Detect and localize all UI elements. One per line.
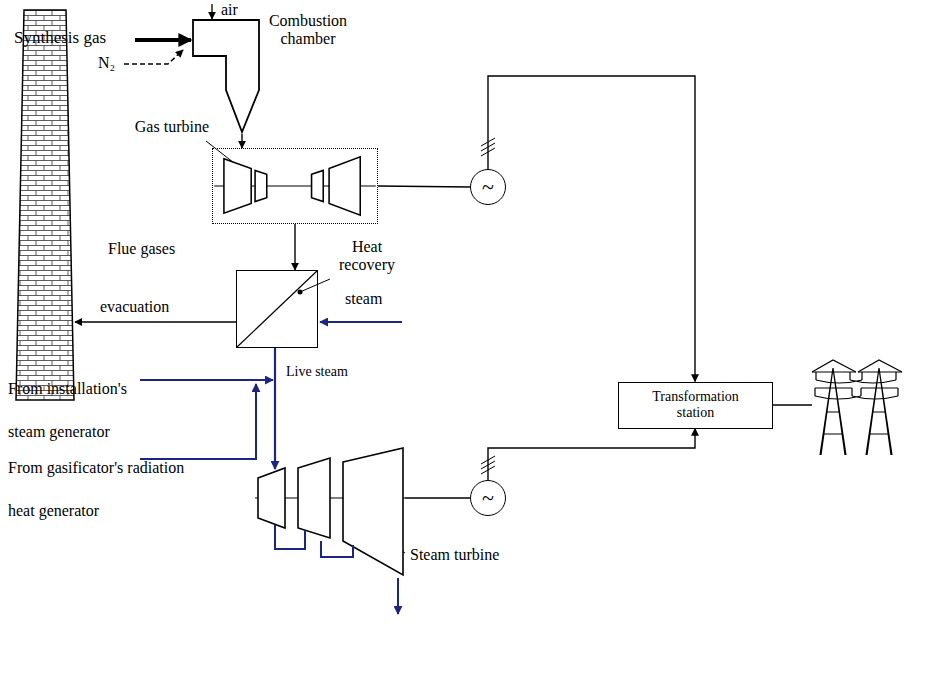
steam-turbine: Steam turbine xyxy=(255,445,405,585)
node-text: ~ xyxy=(482,176,494,198)
connector xyxy=(378,186,470,187)
transformation-box: Transformation station xyxy=(618,382,773,429)
inlet-label: Synthesis gas xyxy=(14,28,132,48)
evacuation-arrow xyxy=(75,321,236,322)
steam-arrow xyxy=(320,321,402,323)
pylon xyxy=(812,360,902,455)
three-phase-mark xyxy=(481,138,495,156)
flow-label: evacuation xyxy=(100,298,195,316)
source-label: From installation's steam generator xyxy=(8,367,140,453)
heat-recovery-shape xyxy=(237,271,317,347)
generator: ~ xyxy=(470,169,506,205)
air-arrow xyxy=(211,4,212,19)
nitrogen-arrow xyxy=(124,50,183,64)
steam-supply-arrow xyxy=(140,379,273,381)
connector xyxy=(488,429,695,481)
leader-line xyxy=(300,279,330,292)
combustion-chamber: Combustion chamber xyxy=(192,18,260,134)
syngas-arrow xyxy=(135,38,191,42)
three-phase-mark xyxy=(481,456,495,474)
connector xyxy=(405,497,470,498)
part-label: Gas turbine xyxy=(113,118,209,136)
chimney xyxy=(16,10,74,400)
part-label: Heat recovery xyxy=(331,238,403,275)
connector xyxy=(294,224,295,270)
combustion-chamber-shape xyxy=(192,18,260,134)
source-label: From gasificator's radiation heat genera… xyxy=(8,446,186,532)
edge-label: Live steam xyxy=(284,364,350,380)
inlet-label: air xyxy=(221,1,261,19)
part-label: Combustion chamber xyxy=(258,12,358,49)
exhaust-arrow xyxy=(397,578,399,614)
steam-supply-arrow xyxy=(140,384,256,459)
heat-recovery: Heat recovery xyxy=(236,270,318,348)
connector xyxy=(241,134,242,148)
connector xyxy=(274,348,276,469)
gas-turbine: Gas turbine xyxy=(212,148,378,224)
node-text: Transformation station xyxy=(644,389,748,421)
edge-label: Flue gases xyxy=(106,240,177,258)
part-label: Steam turbine xyxy=(410,546,540,564)
node-text: ~ xyxy=(482,487,494,509)
gas-turbine-shape xyxy=(213,149,377,223)
flow-label: steam xyxy=(345,290,405,308)
generator: ~ xyxy=(470,480,506,516)
steam-turbine-shape xyxy=(255,445,405,585)
inlet-label: N₂ xyxy=(98,54,124,72)
connector xyxy=(488,76,695,382)
grid-line xyxy=(773,404,812,405)
